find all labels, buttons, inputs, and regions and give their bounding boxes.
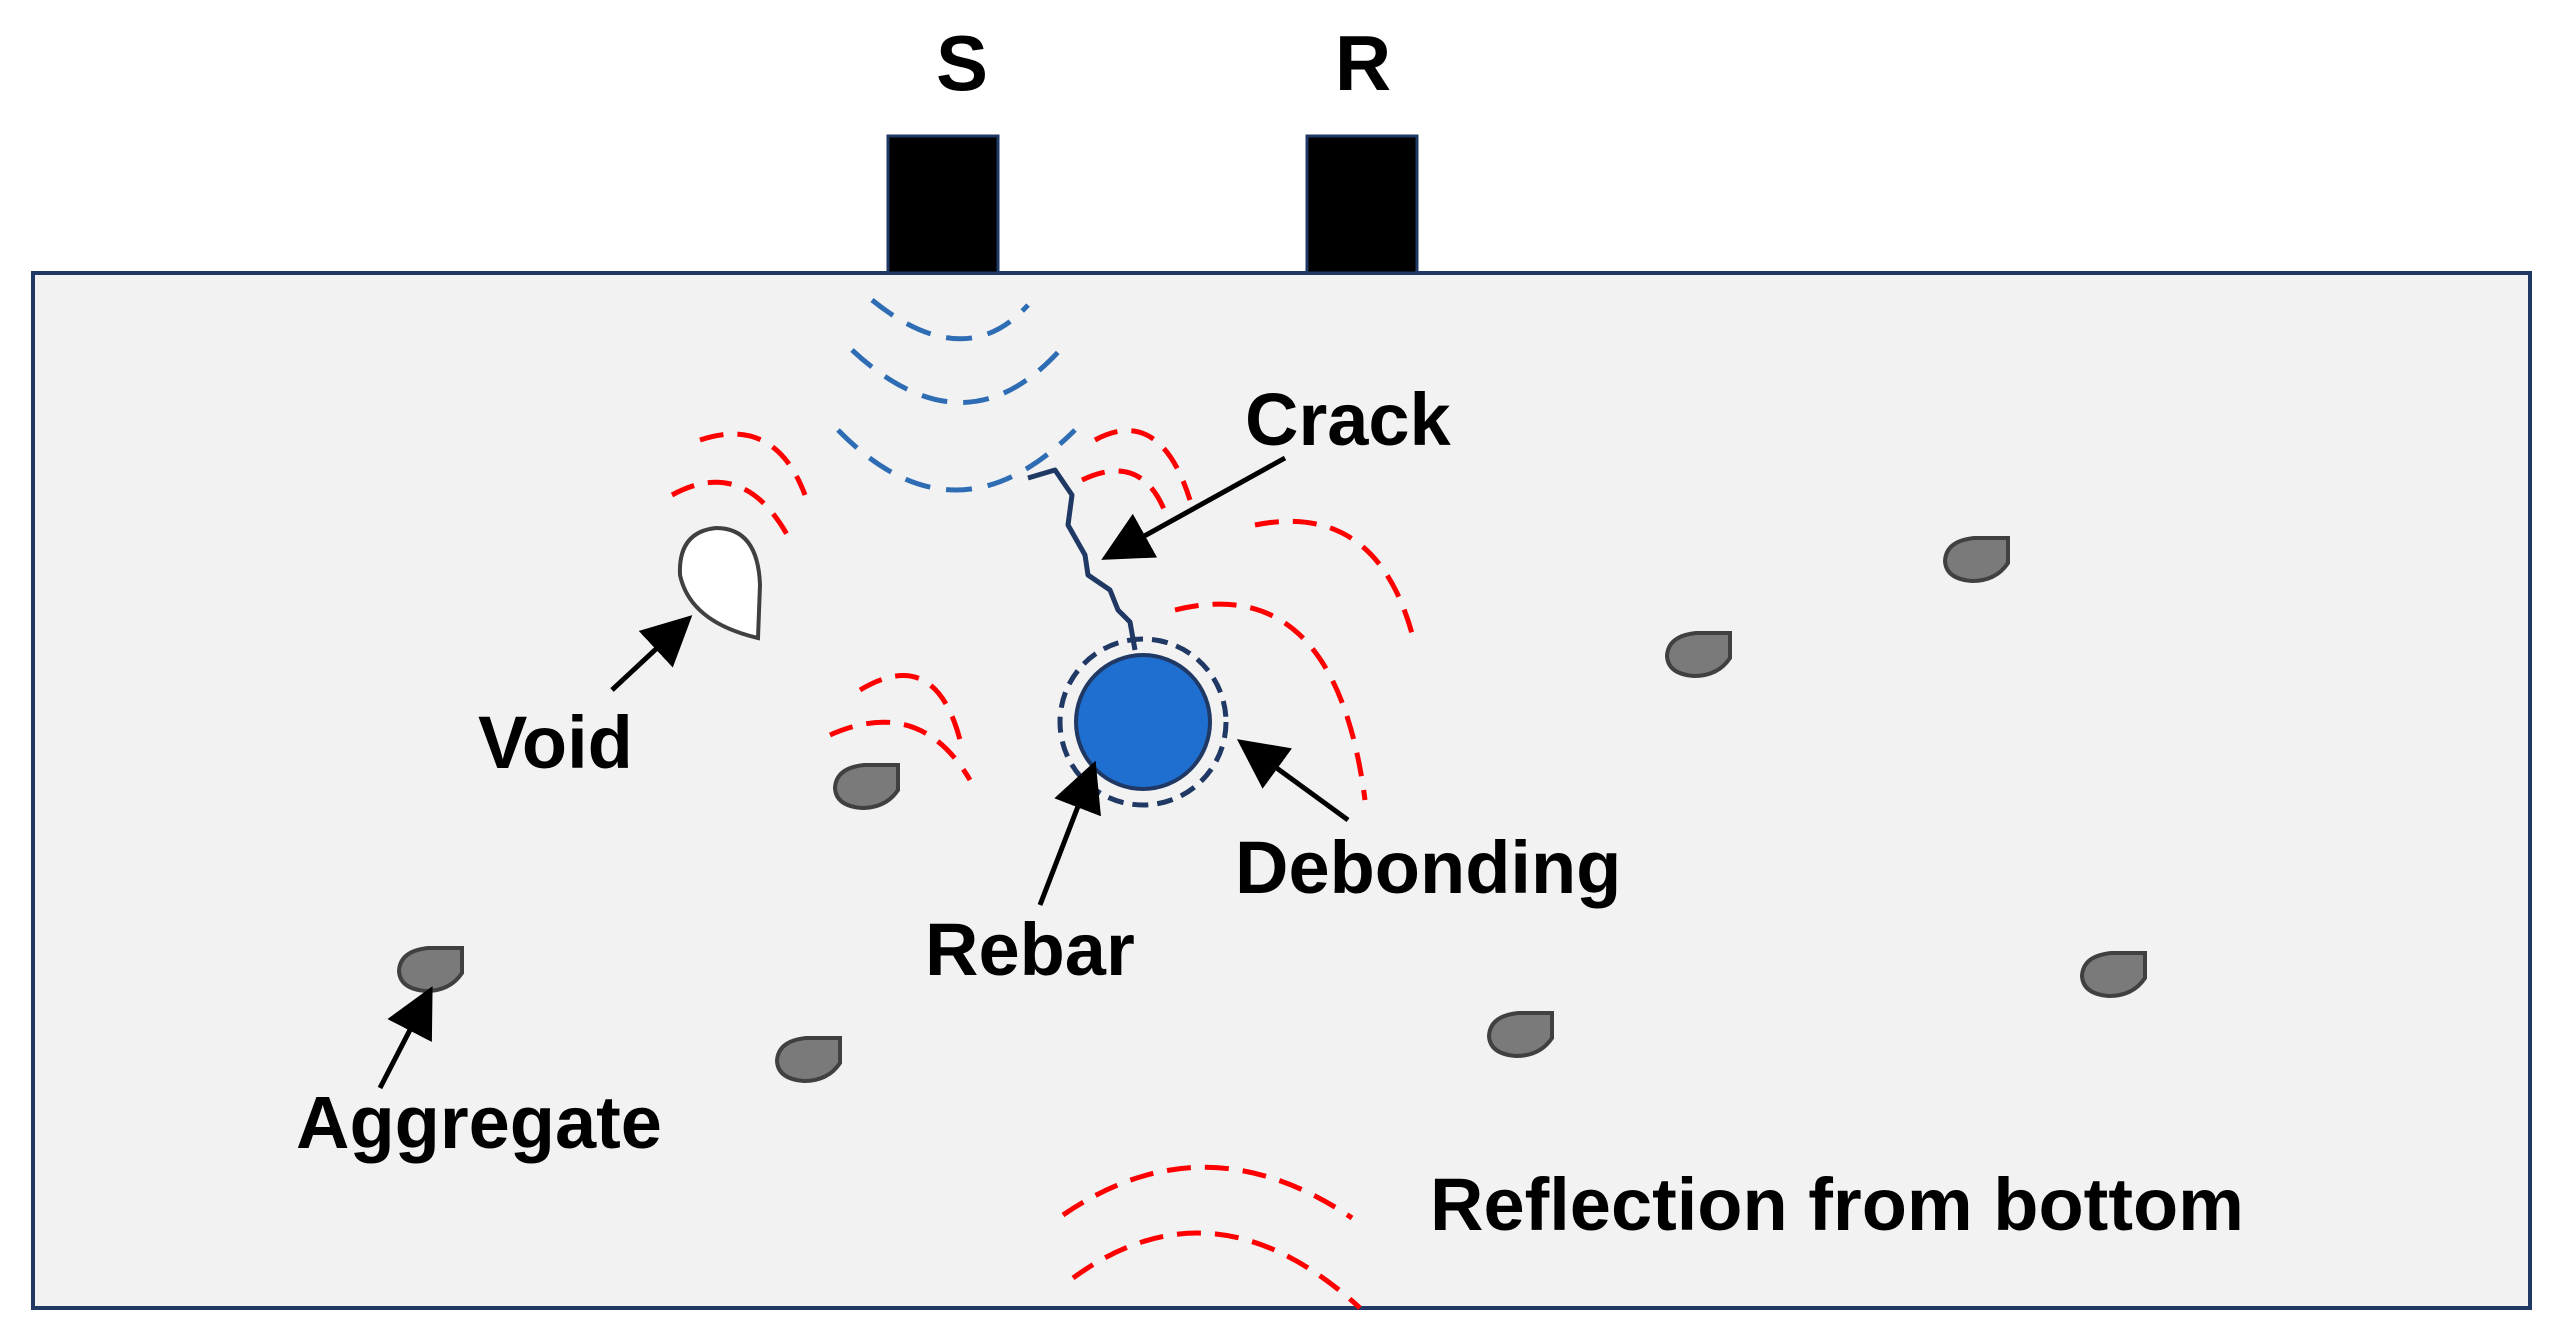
rebar-reflection-2 bbox=[1174, 601, 1368, 801]
aggregate-reflection-2 bbox=[828, 719, 973, 782]
aggregates bbox=[396, 536, 2147, 1084]
crack-arrow bbox=[1101, 455, 1287, 560]
aggregate-icon bbox=[832, 763, 900, 811]
void-label: Void bbox=[478, 701, 633, 784]
reflected-waves bbox=[670, 428, 1418, 1310]
aggregate-icon bbox=[774, 1036, 842, 1084]
debonding-arrow bbox=[1236, 739, 1350, 823]
aggregate-arrow bbox=[377, 986, 433, 1090]
aggregate-icon bbox=[1486, 1011, 1554, 1059]
receiver-label: R bbox=[1335, 19, 1391, 107]
aggregate-label: Aggregate bbox=[296, 1081, 662, 1164]
sender-label: S bbox=[936, 19, 988, 107]
bottom-reflection-1 bbox=[1061, 1164, 1354, 1221]
concrete-specimen bbox=[31, 271, 2532, 1310]
debonding-zone bbox=[1057, 636, 1229, 808]
void-reflection-1 bbox=[699, 431, 808, 496]
crack bbox=[1027, 467, 1138, 651]
aggregate-icon bbox=[1942, 536, 2010, 584]
receiver-transducer bbox=[1305, 134, 1419, 275]
callout-arrows bbox=[377, 455, 1350, 1090]
crack-reflection-1 bbox=[1093, 428, 1193, 501]
void-icon bbox=[677, 525, 763, 641]
aggregate-icon bbox=[2079, 951, 2147, 999]
rebar-reflection-1 bbox=[1254, 518, 1418, 646]
void-arrow bbox=[610, 615, 693, 692]
void-reflection-2 bbox=[670, 479, 793, 542]
incident-wave-1 bbox=[870, 298, 1030, 342]
aggregate-reflection-1 bbox=[858, 673, 963, 741]
rebar-arrow bbox=[1037, 760, 1101, 906]
crack-label: Crack bbox=[1245, 378, 1452, 461]
crack-reflection-2 bbox=[1080, 468, 1171, 521]
sender-transducer bbox=[886, 134, 1000, 275]
bottom-reflection-2 bbox=[1071, 1230, 1362, 1310]
bottom-reflection-label: Reflection from bottom bbox=[1430, 1163, 2244, 1246]
debonding-label: Debonding bbox=[1235, 826, 1621, 909]
incident-waves bbox=[836, 298, 1077, 493]
aggregate-icon bbox=[1664, 631, 1732, 679]
incident-wave-3 bbox=[836, 428, 1077, 493]
rebar-icon bbox=[1074, 653, 1212, 791]
rebar-label: Rebar bbox=[925, 908, 1135, 991]
aggregate-icon bbox=[396, 946, 464, 994]
